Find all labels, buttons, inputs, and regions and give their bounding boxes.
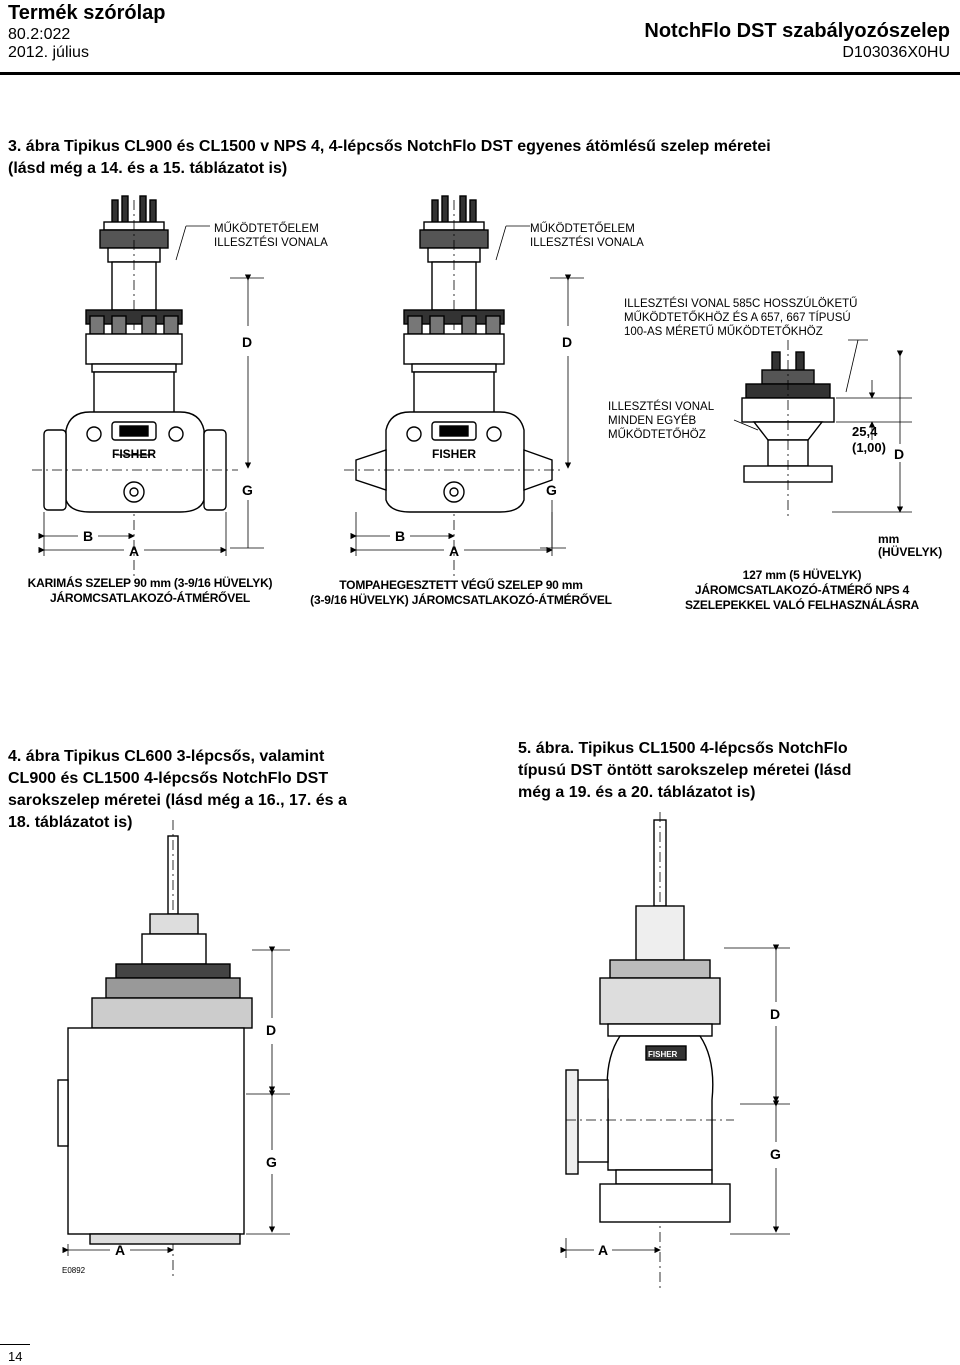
caption-buttweld-line1: TOMPAHEGESZTETT VÉGŰ SZELEP 90 mm: [339, 578, 583, 592]
valve2-dimension-lines: [350, 225, 584, 556]
figure-code: E0892: [62, 1266, 86, 1275]
valve1-dimension-lines: [38, 225, 264, 556]
page-number: 14: [8, 1349, 23, 1364]
dim-d-3: D: [894, 446, 905, 462]
valve-buttweld-drawing: [344, 195, 564, 580]
unit-inch: (HÜVELYK): [878, 545, 943, 559]
actuator-mount-label-1a: MŰKÖDTETŐELEM: [214, 223, 319, 235]
note-585c-line1: ILLESZTÉSI VONAL 585C HOSSZÚLÖKETŰ: [624, 298, 858, 310]
doc-type: Termék szórólap: [8, 2, 166, 24]
angle-valve-fig4-drawing: [57, 820, 253, 1280]
figure4-title-line2: CL900 és CL1500 4-lépcsős NotchFlo DST: [8, 770, 329, 787]
actuator-mount-label-2a: MŰKÖDTETŐELEM: [530, 223, 635, 235]
dim-b-1: B: [83, 528, 94, 544]
caption-flanged-line2: JÁROMCSATLAKOZÓ-ÁTMÉRŐVEL: [49, 591, 251, 605]
figure5-title-line3: még a 19. és a 20. táblázatot is): [518, 784, 756, 801]
yoke-detail-drawing: [741, 340, 835, 520]
figure3-title-line1: 3. ábra Tipikus CL900 és CL1500 v NPS 4,…: [8, 138, 771, 155]
dim-in-value: (1,00): [852, 440, 886, 455]
note-other-line3: MŰKÖDTETŐHÖZ: [608, 429, 706, 441]
figure4-title-line4: 18. táblázatot is): [8, 814, 133, 831]
dim-g-2: G: [546, 482, 557, 498]
dim-b-2: B: [395, 528, 406, 544]
caption-yoke: 127 mm (5 HÜVELYK) JÁROMCSATLAKOZÓ-ÁTMÉR…: [660, 568, 944, 613]
note-other-line2: MINDEN EGYÉB: [608, 415, 697, 427]
fig5-dimension-lines: [560, 944, 790, 1258]
brand-label-1: FISHER: [112, 447, 156, 461]
valve-flanged-drawing: [32, 195, 238, 580]
figure5-title-line1: 5. ábra. Tipikus CL1500 4-lépcsős NotchF…: [518, 740, 848, 757]
dim-a-1: A: [129, 543, 140, 559]
dim-a-2: A: [449, 543, 460, 559]
dim-d-1: D: [242, 334, 253, 350]
caption-yoke-line2: JÁROMCSATLAKOZÓ-ÁTMÉRŐ NPS 4: [694, 583, 910, 597]
angle-valve-fig5-drawing: [565, 812, 734, 1290]
yoke-detail-dimension-lines: [733, 339, 912, 513]
fig5-dim-g: G: [770, 1146, 781, 1162]
actuator-mount-label-1b: ILLESZTÉSI VONALA: [214, 237, 328, 249]
fig5-dim-a: A: [598, 1242, 609, 1258]
caption-flanged: KARIMÁS SZELEP 90 mm (3-9/16 HÜVELYK) JÁ…: [10, 576, 290, 606]
figure5-title-line2: típusú DST öntött sarokszelep méretei (l…: [518, 762, 852, 779]
brand-label-3: FISHER: [648, 1050, 678, 1059]
figure4-title-line3: sarokszelep méretei (lásd még a 16., 17.…: [8, 792, 347, 809]
actuator-mount-label-2b: ILLESZTÉSI VONALA: [530, 237, 644, 249]
header-rule: [0, 72, 960, 75]
doc-code: D103036X0HU: [842, 44, 950, 61]
note-other-line1: ILLESZTÉSI VONAL: [608, 401, 715, 413]
footer-rule: [0, 1344, 30, 1345]
figure4-title-line1: 4. ábra Tipikus CL600 3-lépcsős, valamin…: [8, 748, 325, 765]
fig4-dim-a: A: [115, 1242, 126, 1258]
note-585c-line3: 100-AS MÉRETŰ MŰKÖDTETŐKHÖZ: [624, 326, 823, 338]
note-585c-line2: MŰKÖDTETŐKHÖZ ÉS A 657, 667 TÍPUSÚ: [624, 312, 851, 324]
product-title: NotchFlo DST szabályozószelep: [644, 20, 950, 42]
caption-flanged-line1: KARIMÁS SZELEP 90 mm (3-9/16 HÜVELYK): [27, 576, 273, 590]
fig5-dim-d: D: [770, 1006, 781, 1022]
caption-yoke-line3: SZELEPEKKEL VALÓ FELHASZNÁLÁSRA: [684, 598, 920, 612]
doc-number: 80.2:022: [8, 26, 71, 43]
caption-buttweld-line2: (3-9/16 HÜVELYK) JÁROMCSATLAKOZÓ-ÁTMÉRŐV…: [310, 593, 612, 607]
brand-label-2: FISHER: [432, 447, 476, 461]
doc-date: 2012. július: [8, 44, 89, 61]
caption-yoke-line1: 127 mm (5 HÜVELYK): [742, 568, 862, 582]
dim-mm-value: 25,4: [852, 424, 878, 439]
fig4-dimension-lines: [62, 946, 290, 1256]
caption-buttweld: TOMPAHEGESZTETT VÉGŰ SZELEP 90 mm (3-9/1…: [296, 578, 626, 608]
figure3-title-line2: (lásd még a 14. és a 15. táblázatot is): [8, 160, 288, 177]
unit-mm: mm: [878, 532, 900, 546]
fig4-dim-d: D: [266, 1022, 277, 1038]
fig4-dim-g: G: [266, 1154, 277, 1170]
dim-d-2: D: [562, 334, 573, 350]
dim-g-1: G: [242, 482, 253, 498]
